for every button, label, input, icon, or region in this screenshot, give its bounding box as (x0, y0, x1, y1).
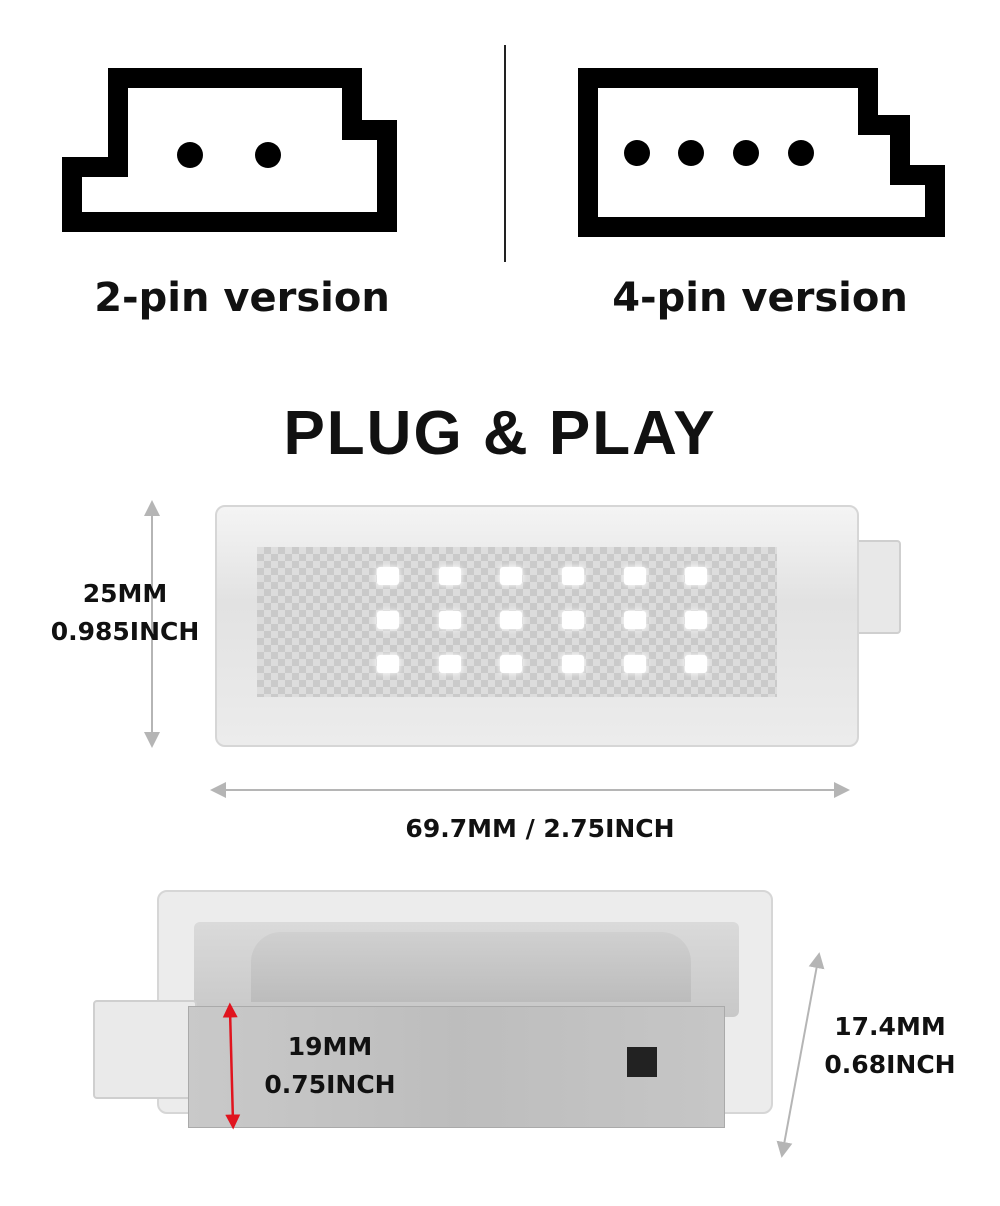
led-module-top (215, 505, 859, 747)
bracket-mm: 19MM (287, 1032, 373, 1061)
side-plug (93, 1000, 197, 1099)
depth-inch: 0.68INCH (824, 1050, 956, 1079)
height-mm: 25MM (82, 579, 168, 608)
bracket-dimension: 19MM 0.75INCH (245, 1028, 415, 1104)
four-pin-label: 4-pin version (612, 275, 908, 321)
metal-bracket (188, 1006, 725, 1128)
height-inch: 0.985INCH (50, 617, 200, 646)
bracket-inch: 0.75INCH (264, 1070, 396, 1099)
depth-mm: 17.4MM (834, 1012, 946, 1041)
height-dimension: 25MM 0.985INCH (30, 575, 220, 651)
plug-connector (855, 540, 901, 634)
two-pin-label: 2-pin version (94, 275, 390, 321)
depth-arrow (776, 952, 825, 1158)
headline: PLUG & PLAY (283, 399, 717, 468)
led-module-side (157, 890, 773, 1114)
four-pin-connector-icon (578, 68, 945, 237)
two-pin-connector-icon (62, 68, 397, 232)
depth-dimension: 17.4MM 0.68INCH (805, 1008, 975, 1084)
length-dimension: 69.7MM / 2.75INCH (405, 814, 675, 843)
led-array (377, 567, 747, 677)
